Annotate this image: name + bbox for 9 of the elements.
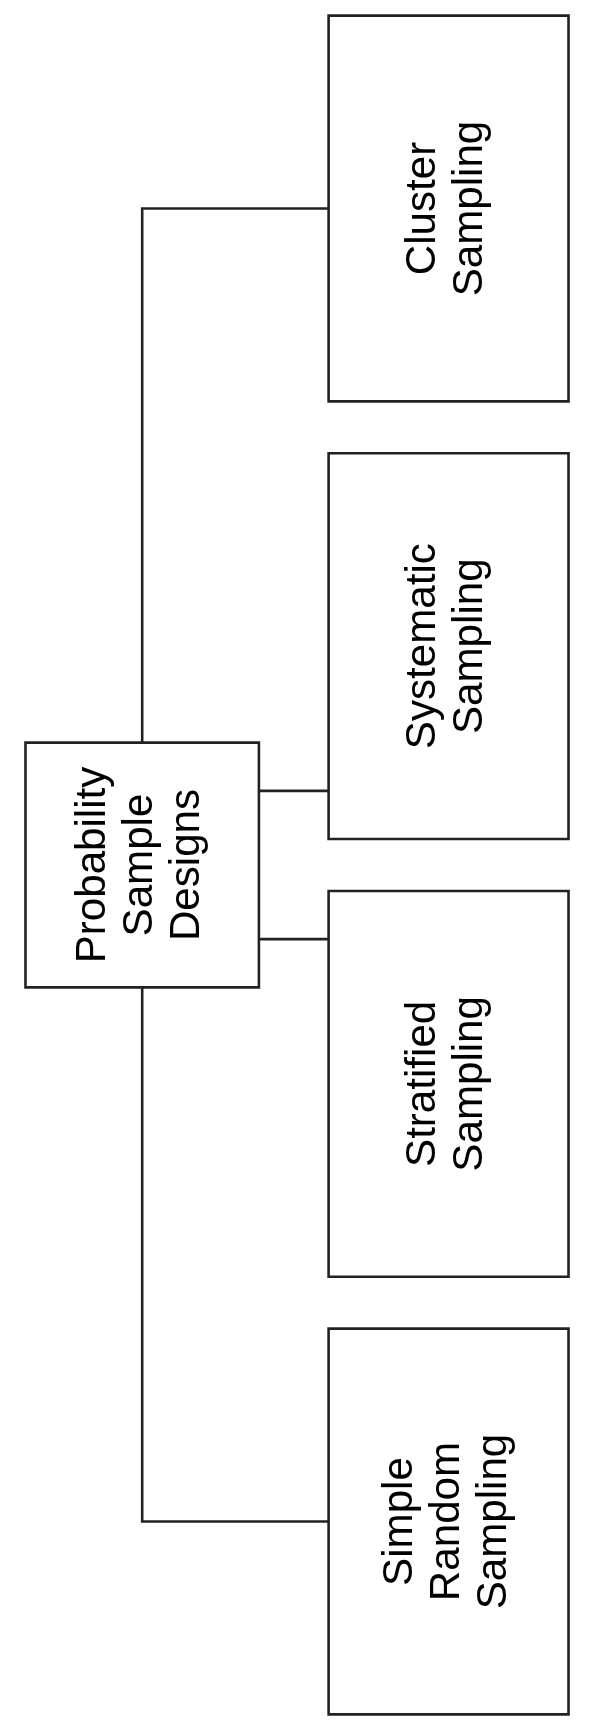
node-box: Cluster Sampling [327,14,570,403]
connector [259,789,329,793]
connector [140,207,329,743]
node-box: Systematic Sampling [327,451,570,841]
node-box: Simple Random Sampling [327,1327,570,1716]
connector [140,987,329,1523]
connector [259,937,329,941]
node-box: Probability Sample Designs [24,741,261,989]
node-box: Stratified Sampling [327,889,570,1279]
